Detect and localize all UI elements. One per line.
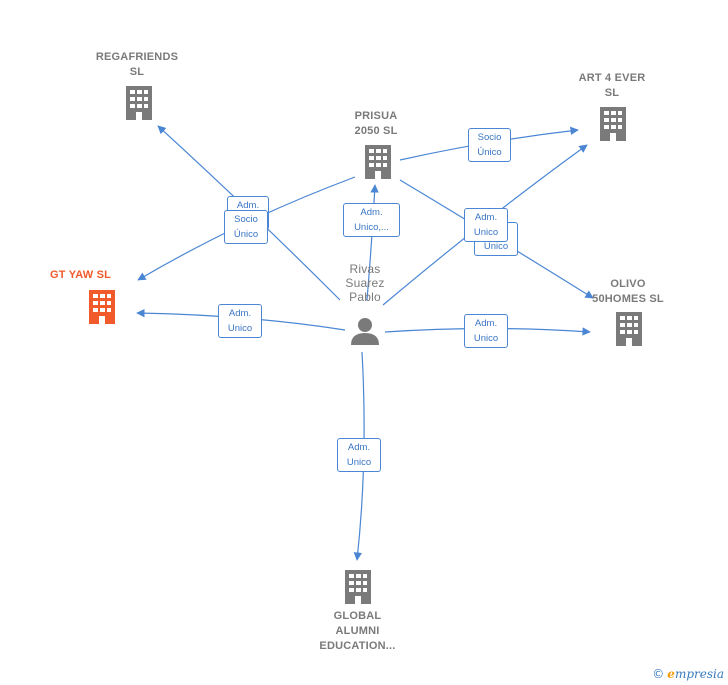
building-icon[interactable] (616, 312, 642, 346)
edge-label-olivo-adm: Adm. Unico (464, 314, 508, 348)
edge-label-prisua: Adm. Unico,... (343, 203, 400, 237)
edge-label-global: Adm. Unico (337, 438, 381, 472)
edge-label-art4ever-socio: Socio Único (468, 128, 511, 162)
building-icon[interactable] (365, 145, 391, 179)
person-icon[interactable] (351, 318, 379, 345)
company-label-olivo[interactable]: OLIVO 50HOMES SL (592, 278, 664, 305)
company-label-gtyaw[interactable]: GT YAW SL (50, 269, 112, 281)
building-icon[interactable] (600, 107, 626, 141)
brand-footer: ©empresia (652, 667, 724, 681)
brand-name: mpresia (674, 667, 724, 681)
edge-label-gtyaw-adm: Adm. Unico (218, 304, 262, 338)
building-icon-highlighted[interactable] (89, 290, 115, 324)
copyright-icon: © (652, 667, 665, 681)
company-label-prisua[interactable]: PRISUA 2050 SL (354, 110, 398, 137)
edge-label-art4ever-adm: Adm. Unico (464, 208, 508, 242)
brand-initial: e (667, 667, 675, 681)
company-label-art4ever[interactable]: ART 4 EVER SL (578, 72, 646, 99)
edge-prisua (366, 184, 379, 301)
building-icon[interactable] (126, 86, 152, 120)
person-label[interactable]: Rivas Suarez Pablo (345, 262, 385, 304)
company-label-regafriends[interactable]: REGAFRIENDS SL (95, 51, 179, 78)
building-icon[interactable] (345, 570, 371, 604)
company-label-global[interactable]: GLOBAL ALUMNI EDUCATION... (319, 610, 396, 652)
edge-label-gtyaw-socio: Socio Único (224, 210, 268, 244)
